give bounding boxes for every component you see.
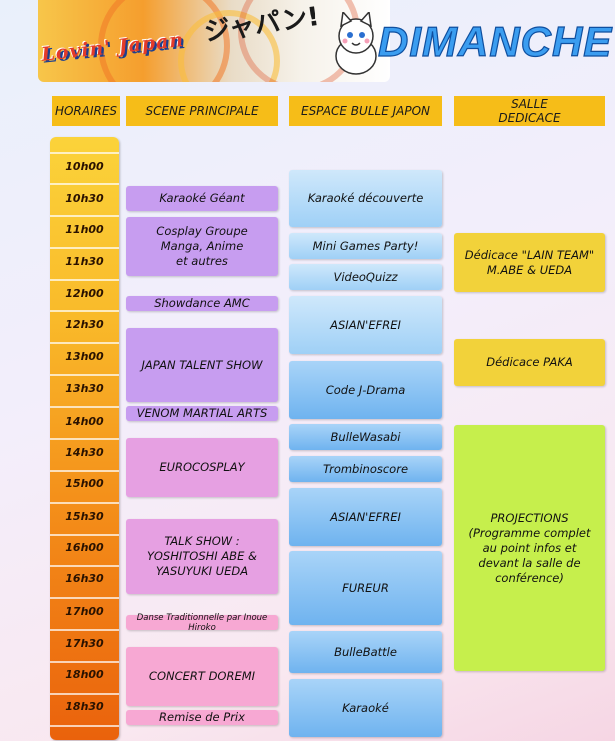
time-separator — [50, 247, 119, 249]
column-header-salle-dedicace: SALLE DEDICACE — [454, 96, 605, 126]
time-label: 16h30 — [65, 572, 104, 585]
event-karaoke-geant: Karaoké Géant — [126, 186, 278, 211]
time-label: 10h30 — [65, 192, 104, 205]
time-separator — [50, 183, 119, 185]
column-header-horaires: HORAIRES — [52, 96, 120, 126]
time-label: 13h00 — [65, 350, 104, 363]
time-separator — [50, 725, 119, 727]
time-separator — [50, 565, 119, 567]
event-videoquizz: VideoQuizz — [289, 264, 442, 290]
event-bullebattle: BulleBattle — [289, 631, 442, 673]
time-separator — [50, 693, 119, 695]
time-separator — [50, 534, 119, 536]
time-separator — [50, 279, 119, 281]
event-danse-traditionnelle: Danse Traditionnelle par Inoue Hiroko — [126, 613, 278, 633]
time-label: 18h30 — [65, 700, 104, 713]
event-dedicace-lain-team: Dédicace "LAIN TEAM" M.ABE & UEDA — [454, 233, 605, 292]
time-separator — [50, 597, 119, 599]
event-eurocosplay: EUROCOSPLAY — [126, 438, 278, 497]
mascot-cat-icon — [335, 12, 377, 75]
event-asian-efrei-2: ASIAN'EFREI — [289, 488, 442, 546]
event-projections: PROJECTIONS (Programme complet au point … — [454, 425, 605, 671]
time-label: 18h00 — [65, 668, 104, 681]
event-japan-talent-show: JAPAN TALENT SHOW — [126, 328, 278, 402]
event-venom-martial-arts: VENOM MARTIAL ARTS — [126, 406, 278, 421]
time-separator — [50, 502, 119, 504]
column-header-espace-bulle-japon: ESPACE BULLE JAPON — [289, 96, 442, 126]
time-label: 12h30 — [65, 318, 104, 331]
header-banner — [38, 0, 390, 82]
time-label: 17h30 — [65, 637, 104, 650]
event-fureur: FUREUR — [289, 551, 442, 625]
event-asian-efrei: ASIAN'EFREI — [289, 296, 442, 354]
event-code-j-drama: Code J-Drama — [289, 361, 442, 419]
time-label: 15h30 — [65, 510, 104, 523]
event-karaoke: Karaoké — [289, 679, 442, 737]
time-separator — [50, 152, 119, 154]
time-separator — [50, 629, 119, 631]
column-header-scene-principale: SCENE PRINCIPALE — [126, 96, 278, 126]
event-mini-games-party: Mini Games Party! — [289, 233, 442, 259]
time-label: 14h00 — [65, 415, 104, 428]
event-concert-doremi: CONCERT DOREMI — [126, 647, 278, 706]
time-separator — [50, 438, 119, 440]
event-cosplay-groupe: Cosplay Groupe Manga, Anime et autres — [126, 217, 278, 276]
time-label: 16h00 — [65, 541, 104, 554]
event-trombinoscore: Trombinoscore — [289, 456, 442, 482]
event-talk-show: TALK SHOW : YOSHITOSHI ABE & YASUYUKI UE… — [126, 519, 278, 594]
page-title: DIMANCHE — [377, 17, 613, 65]
time-separator — [50, 342, 119, 344]
time-separator — [50, 215, 119, 217]
time-label: 11h00 — [65, 223, 104, 236]
time-label: 13h30 — [65, 382, 104, 395]
event-dedicace-paka: Dédicace PAKA — [454, 339, 605, 386]
time-separator — [50, 374, 119, 376]
event-remise-de-prix: Remise de Prix — [126, 710, 278, 725]
time-label: 17h00 — [65, 605, 104, 618]
time-label: 10h00 — [65, 160, 104, 173]
event-showdance-amc: Showdance AMC — [126, 296, 278, 311]
time-label: 12h00 — [65, 287, 104, 300]
event-karaoke-decouverte: Karaoké découverte — [289, 170, 442, 227]
event-bullewasabi: BulleWasabi — [289, 424, 442, 450]
time-label: 15h00 — [65, 477, 104, 490]
time-separator — [50, 310, 119, 312]
time-separator — [50, 406, 119, 408]
time-separator — [50, 661, 119, 663]
time-label: 11h30 — [65, 255, 104, 268]
time-label: 14h30 — [65, 446, 104, 459]
time-separator — [50, 470, 119, 472]
